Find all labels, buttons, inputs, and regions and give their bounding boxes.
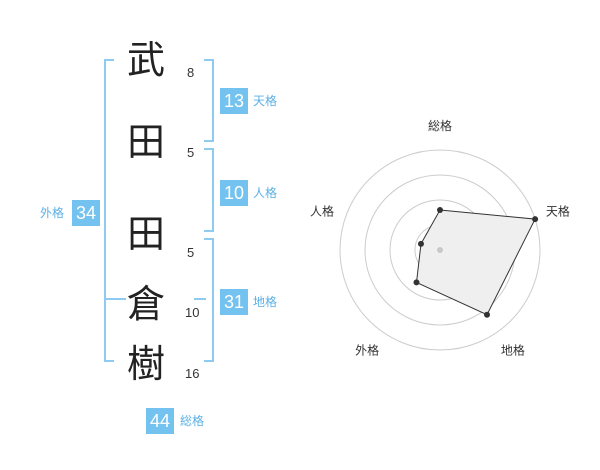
radar-point [484,311,491,318]
char-2: 田 [126,120,165,164]
chikaku-bracket [204,238,214,362]
radar-point [532,216,539,223]
chikaku-bracket-tick [194,298,206,300]
char-3-strokes: 5 [187,245,195,260]
char-5-strokes: 16 [185,366,200,381]
radar-point [413,279,420,286]
gaikaku-bracket-tick [106,298,126,300]
char-4: 倉 [126,282,165,326]
chikaku-label: 地格 [253,295,278,309]
jinkaku-label: 人格 [253,186,278,200]
char-4-strokes: 10 [185,305,200,320]
soukaku-value-badge: 44 [146,408,174,434]
char-1: 武 [126,38,165,82]
tenkaku-value-badge: 13 [220,88,248,114]
radar-point [417,240,424,247]
char-3: 田 [126,212,165,256]
radar-point [437,207,443,213]
radar-axis-label: 天格 [546,204,570,219]
radar-axis-label: 総格 [428,118,452,133]
radar-center-dot [437,247,443,253]
chikaku-value-badge: 31 [220,289,248,315]
gaikaku-bracket [104,59,114,362]
gaikaku-value-badge: 34 [72,200,100,226]
tenkaku-bracket [204,59,214,142]
char-5: 樹 [126,342,165,386]
radar-axis-label: 外格 [355,342,379,357]
radar-ring [339,149,541,351]
radar-area [415,209,536,316]
tenkaku-label: 天格 [253,94,278,108]
jinkaku-bracket [204,148,214,232]
gaikaku-label: 外格 [40,206,65,220]
radar-axis-label: 地格 [501,342,525,357]
soukaku-label: 総格 [180,414,205,428]
char-1-strokes: 8 [187,65,195,80]
char-2-strokes: 5 [187,145,195,160]
radar-axis-label: 人格 [310,204,334,219]
jinkaku-value-badge: 10 [220,180,248,206]
